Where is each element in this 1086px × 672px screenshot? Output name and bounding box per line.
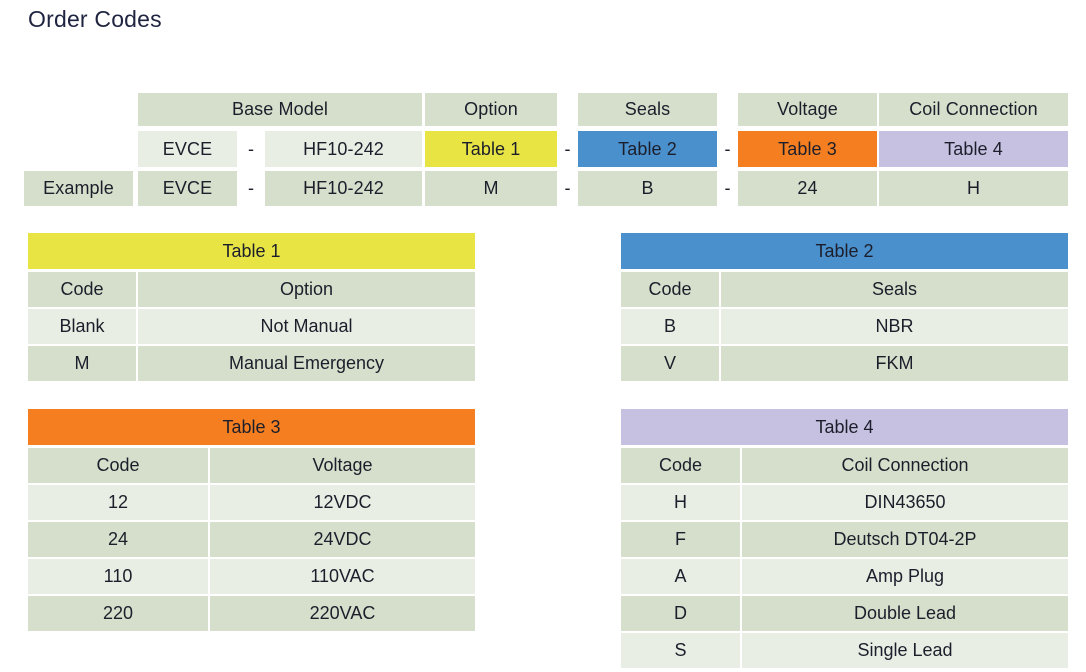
builder-example-label: Example [24,171,133,206]
table-2-header-seals: Seals [721,272,1068,307]
builder-ref-base-prefix: EVCE [138,131,237,167]
table-3-code-1: 24 [28,522,208,557]
table-3-value-1: 24VDC [210,522,475,557]
builder-example-base-suffix: HF10-242 [265,171,422,206]
builder-header-base-model: Base Model [138,93,422,126]
table-2-title: Table 2 [621,233,1068,269]
table-3-title: Table 3 [28,409,475,445]
table-1-header-code: Code [28,272,136,307]
table-4-code-3: D [621,596,740,631]
table-4-value-3: Double Lead [742,596,1068,631]
builder-example-separator-3: - [724,178,731,198]
table-4-value-0: DIN43650 [742,485,1068,520]
table-4-header-coil-connection: Coil Connection [742,448,1068,483]
builder-example-base-prefix: EVCE [138,171,237,206]
table-4-title: Table 4 [621,409,1068,445]
builder-example-separator-1: - [248,178,254,198]
builder-ref-voltage-table3[interactable]: Table 3 [738,131,877,167]
table-4-code-2: A [621,559,740,594]
builder-example-seals: B [578,171,717,206]
builder-ref-separator-1: - [248,138,254,159]
builder-ref-separator-2: - [564,138,571,159]
table-3-header-voltage: Voltage [210,448,475,483]
builder-header-option: Option [425,93,557,126]
order-code-builder-table: Base Model Option Seals Voltage Coil Con… [0,0,1086,215]
builder-header-seals: Seals [578,93,717,126]
table-3-value-0: 12VDC [210,485,475,520]
builder-ref-separator-3: - [724,138,731,159]
table-4-code-1: F [621,522,740,557]
table-3-code-0: 12 [28,485,208,520]
table-2-header-code: Code [621,272,719,307]
table-4-header-code: Code [621,448,740,483]
builder-example-option: M [425,171,557,206]
table-1-header-option: Option [138,272,475,307]
table-1-value-1: Manual Emergency [138,346,475,381]
table-3-code-2: 110 [28,559,208,594]
builder-ref-coil-table4[interactable]: Table 4 [879,131,1068,167]
table-2-value-1: FKM [721,346,1068,381]
table-2-value-0: NBR [721,309,1068,344]
table-4-code-4: S [621,633,740,668]
table-3-code-3: 220 [28,596,208,631]
table-3-value-2: 110VAC [210,559,475,594]
table-4-value-2: Amp Plug [742,559,1068,594]
builder-example-voltage: 24 [738,171,877,206]
table-3-value-3: 220VAC [210,596,475,631]
table-4-code-0: H [621,485,740,520]
builder-ref-seals-table2[interactable]: Table 2 [578,131,717,167]
table-1-code-1: M [28,346,136,381]
table-3-header-code: Code [28,448,208,483]
table-1-title: Table 1 [28,233,475,269]
table-1-value-0: Not Manual [138,309,475,344]
page-title: Order Codes [28,6,162,32]
builder-example-coil-connection: H [879,171,1068,206]
builder-ref-base-suffix: HF10-242 [265,131,422,167]
table-2-code-1: V [621,346,719,381]
table-4-value-4: Single Lead [742,633,1068,668]
table-1-code-0: Blank [28,309,136,344]
builder-header-voltage: Voltage [738,93,877,126]
builder-ref-option-table1[interactable]: Table 1 [425,131,557,167]
builder-header-coil-connection: Coil Connection [879,93,1068,126]
table-2-code-0: B [621,309,719,344]
table-4-value-1: Deutsch DT04-2P [742,522,1068,557]
builder-example-separator-2: - [564,178,571,198]
